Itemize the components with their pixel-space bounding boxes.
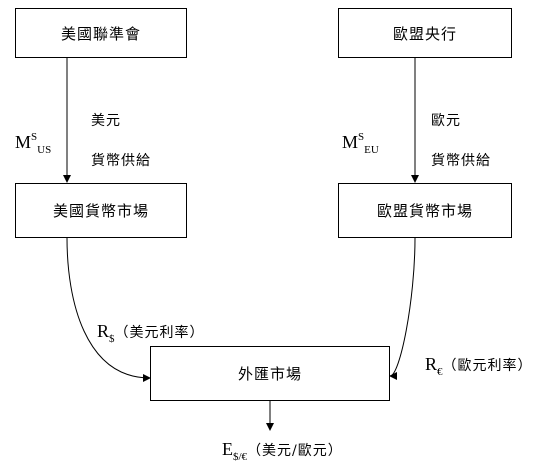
label-us-supply-line2: 貨幣供給 xyxy=(91,153,151,169)
label-us-rate: R$（美元利率） xyxy=(97,321,205,346)
arrow-us-market-to-fx xyxy=(66,237,151,382)
label-eu-supply-line2: 貨幣供給 xyxy=(431,153,491,169)
label-exchange-rate: E$/€（美元/歐元） xyxy=(222,439,343,464)
node-ecb: 歐盟央行 xyxy=(338,8,512,58)
label-ms-eu: MSEU xyxy=(342,130,379,157)
label-ms-us: MSUS xyxy=(15,130,52,157)
label-eu-rate: R€（歐元利率） xyxy=(425,354,533,379)
label-eu-supply-line1: 歐元 xyxy=(431,113,461,129)
node-eu-money-market: 歐盟貨幣市場 xyxy=(338,183,512,238)
node-us-money-market: 美國貨幣市場 xyxy=(15,183,187,238)
node-fed: 美國聯準會 xyxy=(15,8,187,58)
arrow-eu-market-to-fx xyxy=(389,237,416,380)
label-us-supply-line1: 美元 xyxy=(91,113,121,129)
node-fx-market: 外匯市場 xyxy=(150,346,390,401)
